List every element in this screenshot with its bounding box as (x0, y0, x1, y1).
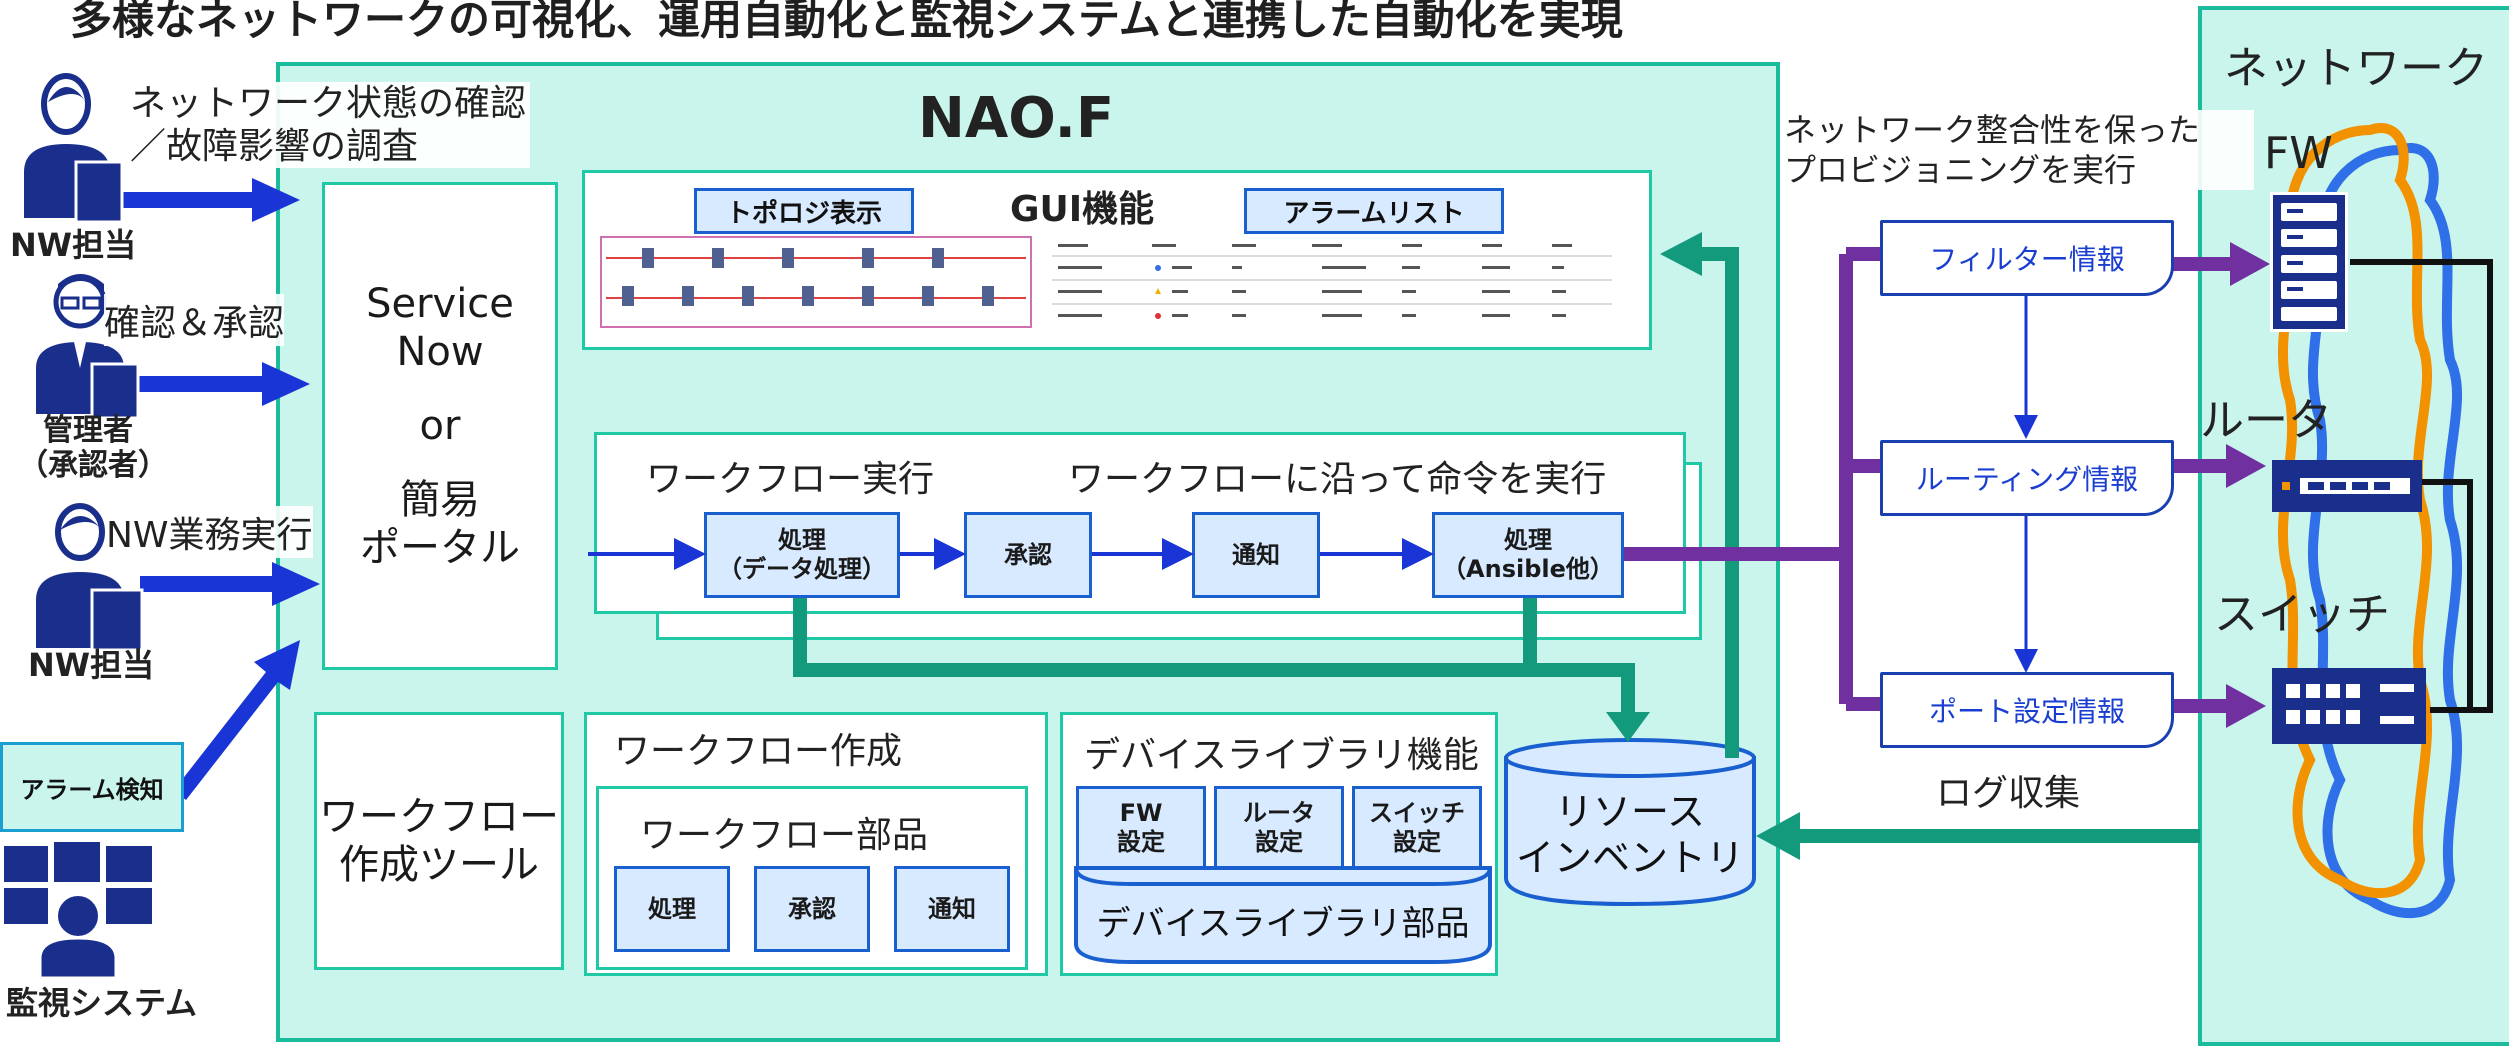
doc-routing[interactable]: ルーティング情報 (1880, 440, 2174, 516)
device-lib-parts-label: デバイスライブラリ部品 (1096, 903, 1470, 944)
step-approval[interactable]: 承認 (964, 512, 1092, 598)
inventory-line2: インベントリ (1515, 836, 1744, 880)
nw-operator-1-caption-line1: ネットワーク状態の確認 (130, 83, 527, 124)
naof-title: NAO.F (918, 86, 1115, 151)
admin-icon (36, 274, 140, 418)
router-settings[interactable]: ルータ 設定 (1214, 786, 1344, 870)
workflow-exec-title: ワークフロー実行 (646, 459, 935, 500)
provisioning-caption-line1: ネットワーク整合性を保った (1784, 111, 2201, 149)
alarm-list-label[interactable]: アラームリスト (1244, 188, 1504, 234)
portal-line5: ポータル (360, 525, 520, 571)
switch-settings[interactable]: スイッチ 設定 (1352, 786, 1482, 870)
nw-operator-2-caption: NW業務実行 (106, 506, 313, 558)
topology-label[interactable]: トポロジ表示 (694, 188, 914, 234)
nw-operator-1-label: NW担当 (10, 226, 137, 264)
part-notification[interactable]: 通知 (894, 866, 1010, 952)
router-label: ルータ (2200, 395, 2332, 446)
step-notification[interactable]: 通知 (1192, 512, 1320, 598)
admin-label-line2: （承認者） (18, 447, 168, 483)
part-processing[interactable]: 処理 (614, 866, 730, 952)
portal-line3: or (419, 403, 461, 449)
portal-line4: 簡易 (400, 477, 480, 523)
part-approval[interactable]: 承認 (754, 866, 870, 952)
workflow-create-title: ワークフロー作成 (614, 731, 903, 772)
monitoring-system-icon (4, 842, 152, 978)
workflow-exec-subtitle: ワークフローに沿って命令を実行 (1068, 459, 1607, 500)
admin-label: 管理者 （承認者） (18, 413, 168, 483)
doc-port-settings[interactable]: ポート設定情報 (1880, 672, 2174, 748)
nw-operator-1-caption-line2: ／故障影響の調査 (130, 126, 419, 168)
fw-settings[interactable]: FW 設定 (1076, 786, 1206, 870)
nw-operator-2-icon (36, 503, 144, 652)
workflow-tool-box[interactable]: ワークフロー 作成ツール (314, 712, 564, 970)
topology-thumbnail (600, 236, 1032, 328)
portal-box[interactable]: Service Now or 簡易 ポータル (322, 182, 558, 670)
fw-device-icon[interactable] (2270, 192, 2348, 332)
provisioning-caption: ネットワーク整合性を保った プロビジョニングを実行 (1784, 110, 2254, 190)
provisioning-caption-line2: プロビジョニングを実行 (1784, 151, 2137, 189)
workflow-tool-line1: ワークフロー (319, 794, 559, 840)
fw-label: FW (2264, 128, 2333, 179)
switch-device-icon[interactable] (2272, 668, 2426, 744)
workflow-parts-title: ワークフロー部品 (640, 815, 929, 856)
network-title: ネットワーク (2224, 43, 2488, 94)
step-data-processing[interactable]: 処理 （データ処理） (704, 512, 900, 598)
inventory-label[interactable]: リソース インベントリ (1506, 782, 1754, 890)
device-lib-title: デバイスライブラリ機能 (1084, 735, 1479, 776)
nw-operator-1-caption: ネットワーク状態の確認 ／故障影響の調査 (130, 82, 530, 169)
inventory-line1: リソース (1554, 790, 1706, 835)
monitoring-system-label: 監視システム (6, 984, 198, 1022)
nw-operator-2-label: NW担当 (28, 646, 155, 684)
gui-title: GUI機能 (1010, 189, 1155, 230)
doc-filter[interactable]: フィルター情報 (1880, 220, 2174, 296)
portal-line2: Now (396, 329, 484, 375)
admin-label-line1: 管理者 (43, 413, 133, 448)
workflow-tool-line2: 作成ツール (339, 842, 539, 888)
alarm-list-thumbnail (1052, 236, 1612, 328)
switch-label: スイッチ (2214, 589, 2390, 640)
nw-operator-icon (24, 73, 124, 222)
alarm-detect-box[interactable]: アラーム検知 (0, 742, 184, 832)
page-title: 多様なネットワークの可視化、運用自動化と監視システムと連携した自動化を実現 (70, 0, 1623, 44)
router-device-icon[interactable] (2272, 460, 2422, 512)
step-ansible[interactable]: 処理 （Ansible他） (1432, 512, 1624, 598)
log-collection-label: ログ収集 (1936, 773, 2081, 814)
admin-caption: 確認＆承認 (104, 294, 285, 346)
portal-line1: Service (366, 281, 514, 327)
